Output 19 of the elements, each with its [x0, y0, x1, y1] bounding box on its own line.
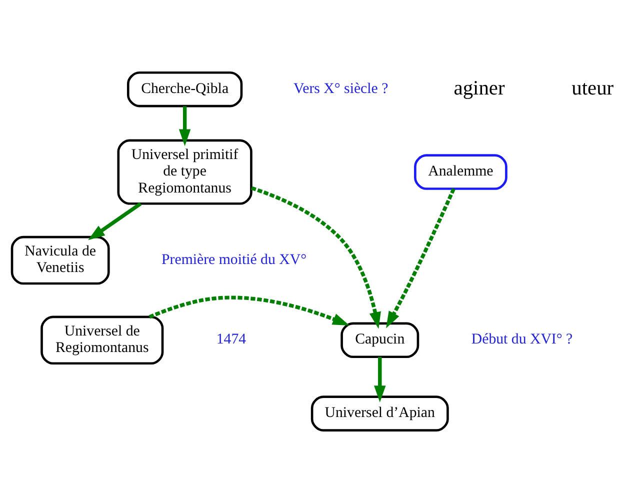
node-label: 1474 [216, 332, 246, 348]
node-box: Navicula de Venetiis [10, 236, 110, 285]
arrow [250, 186, 381, 329]
node-box: Universel d’Apian [310, 396, 449, 432]
node-box: Cherche-Qibla [126, 71, 243, 108]
node-label: Vers X° siècle ? [294, 80, 388, 97]
node-label: Première moitié du XV° [162, 252, 307, 268]
arrow [148, 296, 350, 326]
label: aginer [454, 78, 505, 100]
node-box: Universel primitif de type Regiomontanus [117, 139, 252, 205]
label: uteur [572, 78, 614, 100]
arrow [374, 356, 386, 402]
node-label: Début du XVI° ? [471, 332, 573, 348]
arrow [178, 106, 191, 146]
node-box: Universel de Regiomontanus [40, 316, 164, 365]
arrow [386, 188, 456, 328]
node-box: Capucin [340, 322, 420, 358]
node-box: Analemme [414, 154, 508, 190]
arrow [88, 202, 142, 240]
